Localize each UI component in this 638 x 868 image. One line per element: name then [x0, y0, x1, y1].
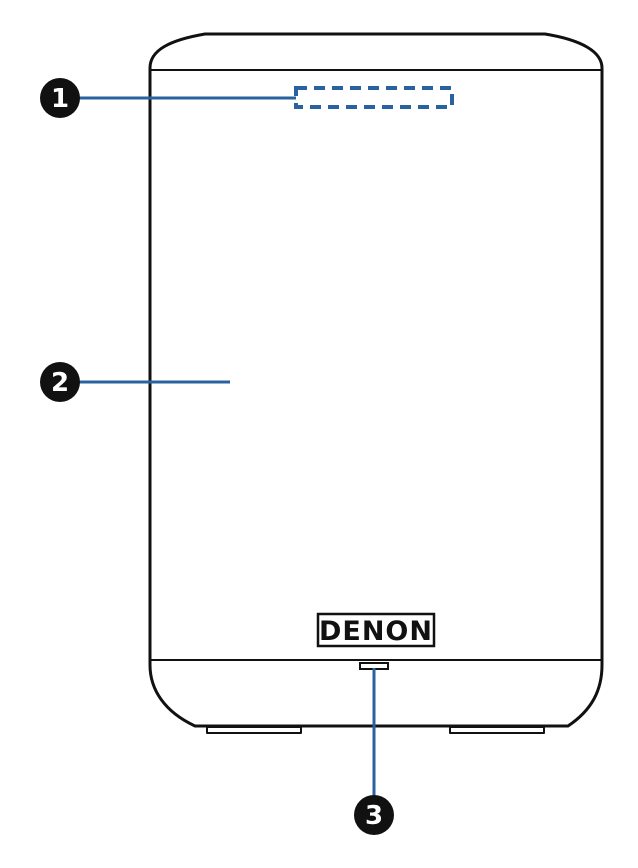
callout-3: 3: [354, 795, 394, 835]
callout-2-number: 2: [51, 368, 69, 398]
logo-frame: [316, 612, 436, 648]
speaker-outline: [148, 32, 604, 728]
callout-2: 2: [40, 362, 80, 402]
callout-1-number: 1: [51, 84, 69, 114]
callout-1-circle: [40, 78, 80, 118]
callout-2-circle: [40, 362, 80, 402]
speaker-body: [148, 32, 604, 734]
callout-3-number: 3: [365, 801, 383, 831]
denon-logo: DENON: [316, 612, 436, 648]
top-indicator-area: [294, 86, 454, 109]
left-foot: [206, 726, 302, 734]
callout-1: 1: [40, 78, 80, 118]
leader-lines: [60, 96, 376, 815]
logo-text: DENON: [319, 616, 433, 647]
right-foot: [449, 726, 545, 734]
callout-3-circle: [354, 795, 394, 835]
